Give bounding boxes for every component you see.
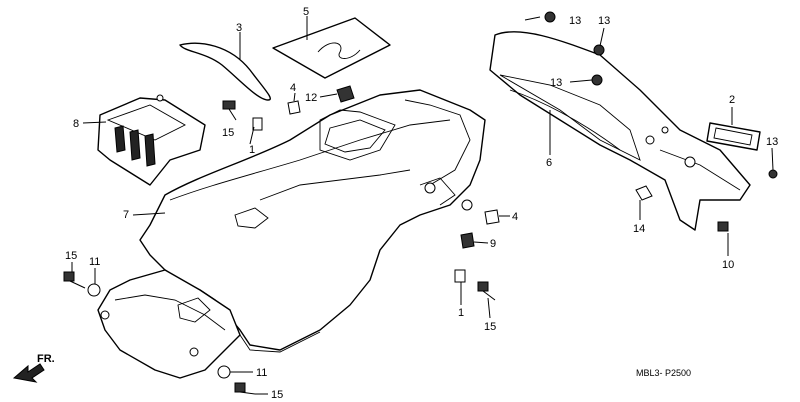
callout-2: 2 xyxy=(729,94,735,106)
callout-8: 8 xyxy=(73,118,79,130)
hardware xyxy=(63,11,778,395)
callout-9: 9 xyxy=(490,238,496,250)
document-plate xyxy=(272,17,391,79)
callout-11: 11 xyxy=(89,256,100,268)
callout-11: 11 xyxy=(256,367,267,379)
strap xyxy=(179,42,271,101)
callout-1: 1 xyxy=(458,307,464,319)
callout-15: 15 xyxy=(222,127,234,139)
front-direction-arrow: FR. xyxy=(12,353,55,383)
callout-13: 13 xyxy=(598,15,610,27)
callout-7: 7 xyxy=(123,209,129,221)
rear-fender xyxy=(97,89,486,379)
diagram-code: MBL3- P2500 xyxy=(636,368,691,378)
callout-5: 5 xyxy=(303,6,309,18)
callout-3: 3 xyxy=(236,22,242,34)
callout-1: 1 xyxy=(249,144,255,156)
callout-4: 4 xyxy=(512,211,518,223)
callout-12: 12 xyxy=(305,92,317,104)
reflector xyxy=(706,122,761,151)
direction-label: FR. xyxy=(37,353,55,365)
callout-4: 4 xyxy=(290,82,296,94)
rear-cover xyxy=(489,31,751,231)
callouts: 3 5 4 12 8 15 1 7 13 13 13 13 6 2 14 10 … xyxy=(65,6,778,401)
callout-14: 14 xyxy=(633,223,645,235)
callout-13: 13 xyxy=(766,136,778,148)
leader-lines xyxy=(71,16,774,395)
callout-10: 10 xyxy=(722,259,734,271)
callout-15: 15 xyxy=(271,389,283,401)
callout-6: 6 xyxy=(546,157,552,169)
callout-13: 13 xyxy=(569,15,581,27)
callout-15: 15 xyxy=(65,250,77,262)
callout-13: 13 xyxy=(550,77,562,89)
bracket-box xyxy=(97,94,206,186)
callout-15: 15 xyxy=(484,321,496,333)
